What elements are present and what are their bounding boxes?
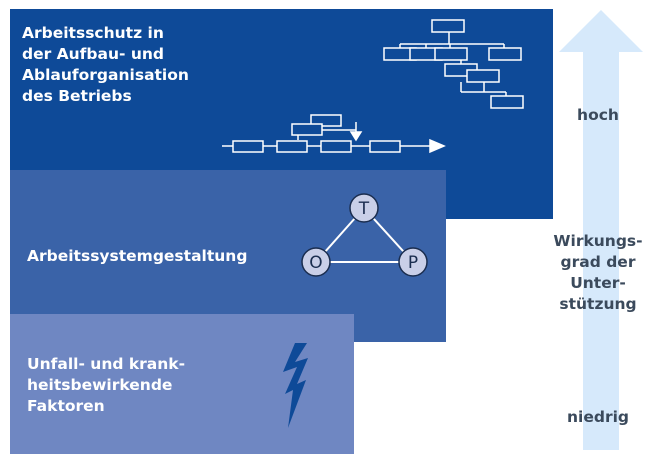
top-node-p: P <box>408 253 418 273</box>
scale-high-label: hoch <box>577 106 619 124</box>
hazard-factors-label: Unfall- und krank- heitsbewirkende Fakto… <box>27 355 186 415</box>
org-level-label: Arbeitsschutz in der Aufbau- und Ablaufo… <box>22 24 189 105</box>
top-triangle-icon: T O P <box>301 193 428 277</box>
lightning-bolt-icon <box>283 343 308 428</box>
org-chart-icon <box>383 19 524 109</box>
work-system-label: Arbeitssystemgestaltung <box>27 247 248 265</box>
top-node-o: O <box>309 253 322 273</box>
process-flow-icon <box>222 114 446 154</box>
scale-title-label: Wirkungs- grad der Unter- stützung <box>553 232 643 313</box>
scale-low-label: niedrig <box>566 408 629 426</box>
top-node-t: T <box>358 199 370 219</box>
